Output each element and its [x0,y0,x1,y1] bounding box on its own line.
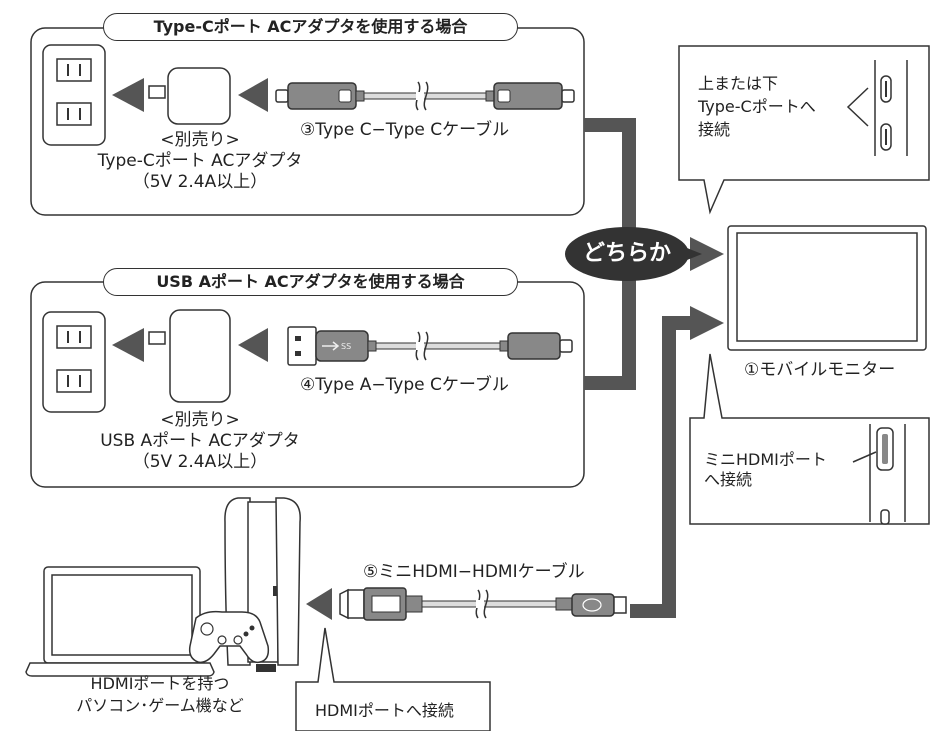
hdmi-cable-label: ⑤ミニHDMI−HDMIケーブル [363,562,585,582]
callout-line: Type-Cポートへ [698,97,816,116]
typec-cable-icon [275,81,575,111]
controller-icon [188,610,270,664]
callout-line: へ接続 [704,470,753,489]
adapter-label-line: USB Aポート ACアダプタ [100,431,300,451]
callout-line: ミニHDMIポート [704,450,827,469]
usba-cable-label: ④Type A−Type Cケーブル [300,375,509,395]
device-label-line: パソコン･ゲーム機など [76,696,244,715]
left-arrow-icon [112,328,144,362]
adapter-label-line: <別売り> [160,410,240,430]
typec-callout-text: 上または下 Type-Cポートへ 接続 [698,72,816,141]
hdmi-port-callout-box [295,627,491,731]
either-badge: どちらか [582,241,671,266]
usb-logo-text: SS [341,342,351,351]
device-label-line: HDMIポートを持つ [90,674,230,693]
usba-cable-icon [287,326,573,366]
adapter-label-line: <別売り> [160,130,240,150]
typec-callout-pointer [846,87,869,127]
adapter-label-line: Type-Cポート ACアダプタ [97,151,303,171]
wall-outlet-icon [42,311,106,413]
left-arrow-icon [306,588,332,620]
callout-line: 上または下 [698,74,779,93]
laptop-icon [25,566,215,677]
either-badge-shape [565,227,689,281]
right-arrow-icon [690,237,724,271]
typec-port-detail [874,60,908,156]
adapter-label-line: （5V 2.4A以上） [132,172,268,192]
hdmi-port-callout-text: HDMIポートへ接続 [315,701,454,720]
mini-hdmi-port-detail [869,424,906,525]
right-arrow-icon [690,306,724,340]
left-arrow-icon [112,78,144,112]
hdmi-callout-pointer [852,451,877,463]
either-badge-pointer [682,246,702,262]
monitor-label: ①モバイルモニター [744,360,896,380]
typec-adapter-icon [148,67,231,125]
typec-cable-label: ③Type C−Type Cケーブル [300,120,510,140]
left-arrow-icon [238,78,268,112]
left-arrow-icon [238,328,268,362]
hdmi-connection-line [630,316,694,618]
typec-callout-box [678,45,930,215]
adapter-label-line: （5V 2.4A以上） [132,452,268,472]
source-device-label: HDMIポートを持つ パソコン･ゲーム機など [50,673,270,717]
usba-section-title: USB Aポート ACアダプタを使用する場合 [103,268,518,296]
typec-section-title: Type-Cポート ACアダプタを使用する場合 [103,13,518,41]
mobile-monitor-icon [727,225,927,351]
usba-adapter-label: <別売り> USB Aポート ACアダプタ （5V 2.4A以上） [80,410,320,473]
mini-hdmi-hdmi-cable-icon [339,587,627,621]
hdmi-callout-text: ミニHDMIポート へ接続 [704,450,827,490]
typec-adapter-label: <別売り> Type-Cポート ACアダプタ （5V 2.4A以上） [80,130,320,193]
callout-line: 接続 [698,120,731,139]
usba-adapter-icon [148,309,231,403]
